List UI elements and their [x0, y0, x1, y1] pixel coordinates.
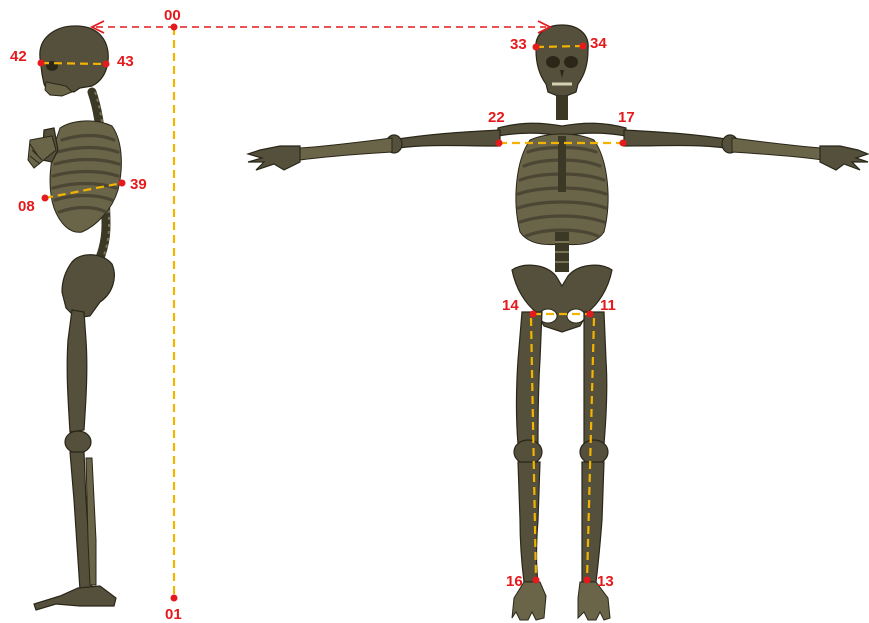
side-knee: [65, 431, 91, 453]
label-08: 08: [18, 198, 35, 215]
label-33: 33: [510, 36, 527, 53]
side-view-skeleton: [28, 26, 121, 610]
landmark-dot-11: [587, 311, 594, 318]
front-sternum: [558, 136, 566, 192]
label-42: 42: [10, 48, 27, 65]
label-14: 14: [502, 297, 519, 314]
front-femur-left: [517, 312, 543, 444]
landmark-dot-33: [533, 44, 540, 51]
label-11: 11: [600, 297, 616, 314]
front-tibia-left: [518, 462, 540, 582]
label-01: 01: [165, 606, 182, 623]
front-arm-right-lower: [732, 138, 822, 160]
front-arm-left-upper: [392, 130, 500, 148]
side-foot: [34, 586, 116, 610]
label-34: 34: [590, 35, 607, 52]
landmark-dot-16: [533, 577, 540, 584]
alignment-arrow: [92, 21, 550, 33]
landmark-dot-17: [620, 140, 627, 147]
front-eye-right: [564, 56, 578, 68]
front-arm-left-lower: [300, 138, 392, 160]
side-pelvis: [62, 255, 114, 318]
label-39: 39: [130, 176, 147, 193]
front-obturator-right: [567, 309, 585, 323]
landmark-dot-42: [38, 60, 45, 67]
label-13: 13: [597, 573, 614, 590]
landmark-dot-34: [580, 43, 587, 50]
landmark-dot-22: [496, 140, 503, 147]
front-neck: [556, 96, 568, 120]
landmark-dot-13: [584, 577, 591, 584]
front-tibia-right: [582, 462, 604, 582]
label-43: 43: [117, 53, 134, 70]
label-16: 16: [506, 573, 523, 590]
landmark-dot-01: [171, 595, 178, 602]
label-17: 17: [618, 109, 635, 126]
front-eye-left: [546, 56, 560, 68]
front-knee-right: [580, 440, 608, 464]
landmark-dot-14: [530, 311, 537, 318]
front-hand-left: [248, 146, 300, 170]
landmark-dot-08: [42, 195, 49, 202]
landmark-dot-39: [119, 180, 126, 187]
side-femur: [67, 310, 87, 432]
front-arm-right-upper: [624, 130, 732, 148]
label-00: 00: [164, 7, 181, 24]
front-view-skeleton: [248, 25, 868, 620]
label-22: 22: [488, 109, 505, 126]
landmark-dot-43: [103, 61, 110, 68]
front-femur-right: [584, 312, 607, 444]
landmark-dot-00: [171, 24, 178, 31]
front-hand-right: [820, 146, 868, 170]
front-knee-left: [514, 440, 542, 464]
